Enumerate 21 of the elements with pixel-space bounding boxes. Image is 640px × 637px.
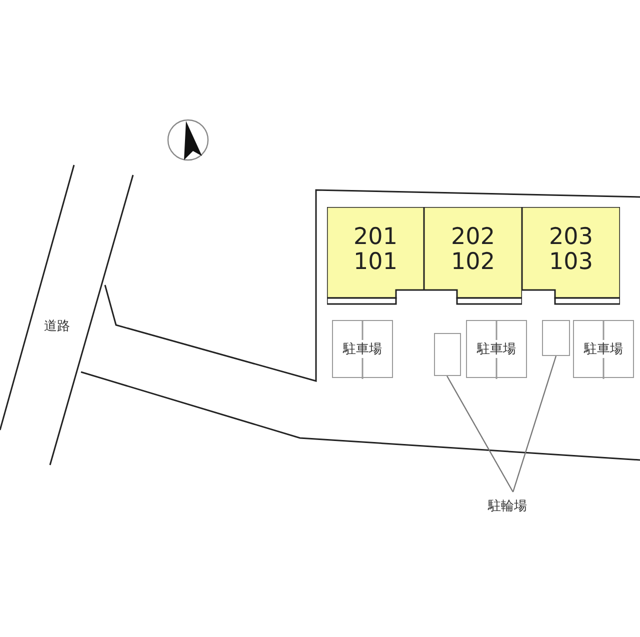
apartment-unit [522,207,620,305]
bicycle-space [542,320,570,356]
area-label: 駐車場 [477,340,516,358]
area-label: 駐車場 [343,340,382,358]
unit-number: 101 [354,250,398,275]
parking-space [332,320,393,378]
bicycle-space [434,333,461,376]
apartment-unit [424,207,522,305]
unit-number: 203 [549,225,593,250]
unit-number: 202 [451,225,495,250]
parking-space [466,320,527,378]
area-label: 駐輪場 [488,497,538,517]
area-label: 駐車場 [584,340,623,358]
apartment-unit [327,207,424,305]
unit-number: 102 [451,250,495,275]
unit-number: 103 [549,250,593,275]
leader-line [446,376,514,492]
parking-space [573,320,634,378]
unit-number: 201 [354,225,398,250]
road-label: 道路 [44,318,70,335]
leader-line [512,356,557,492]
